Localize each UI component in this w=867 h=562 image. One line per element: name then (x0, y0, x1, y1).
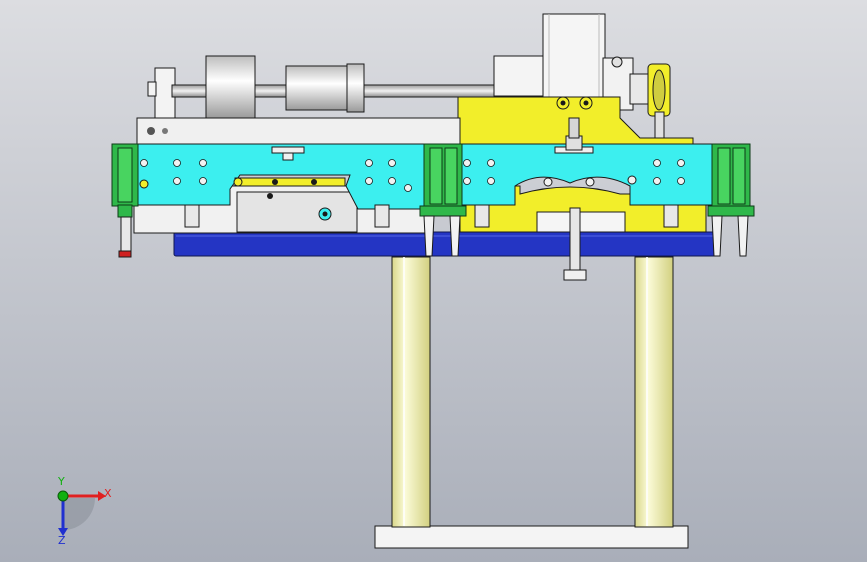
adjust-screw (563, 207, 587, 281)
gripper-right (707, 143, 755, 257)
triad-label-x: X (104, 487, 112, 500)
base-plate (374, 525, 689, 549)
triad-label-y: Y (58, 475, 65, 488)
y-axis-dot (57, 490, 69, 502)
grey-upper-plate (136, 117, 461, 145)
cyan-plate-left (116, 143, 427, 210)
support-column-right (634, 256, 674, 528)
gripper-center (419, 143, 467, 257)
gripper-left (111, 143, 139, 258)
triad-label-z: Z (58, 534, 66, 547)
coordinate-triad (57, 490, 106, 536)
pneumatic-cylinder-assembly (147, 55, 547, 119)
support-column-left (391, 256, 431, 528)
mounting-tabs (184, 204, 679, 228)
cyan-plate-right (425, 117, 715, 206)
